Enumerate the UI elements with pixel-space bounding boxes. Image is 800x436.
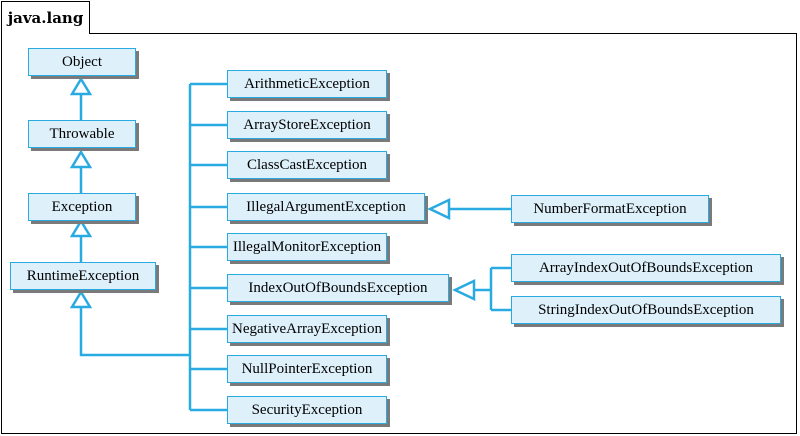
- class-index-out-of-bounds-exception: IndexOutOfBoundsException: [227, 274, 449, 302]
- edge-trunk-runtime: [79, 320, 190, 357]
- arrowhead-illegal-argument: [427, 198, 451, 220]
- arrowhead-exception: [69, 218, 93, 238]
- class-security-exception: SecurityException: [227, 396, 387, 424]
- class-array-index-out-of-bounds-exception: ArrayIndexOutOfBoundsException: [511, 254, 781, 282]
- class-negative-array-exception: NegativeArrayException: [227, 315, 387, 343]
- class-illegal-argument-exception: IllegalArgumentException: [227, 193, 425, 221]
- arrowhead-throwable: [69, 149, 93, 169]
- class-runtime-exception: RuntimeException: [10, 262, 156, 290]
- class-throwable: Throwable: [28, 120, 136, 148]
- class-string-index-out-of-bounds-exception: StringIndexOutOfBoundsException: [511, 296, 781, 324]
- package-frame: [1, 33, 797, 434]
- class-arithmetic-exception: ArithmeticException: [227, 70, 387, 98]
- class-exception: Exception: [28, 193, 136, 221]
- arrowhead-object: [69, 76, 93, 96]
- class-object: Object: [28, 48, 136, 76]
- package-name-tab: java.lang: [1, 1, 90, 34]
- class-null-pointer-exception: NullPointerException: [227, 355, 387, 383]
- class-number-format-exception: NumberFormatException: [511, 195, 709, 223]
- class-illegal-monitor-exception: IllegalMonitorException: [227, 233, 387, 261]
- arrowhead-runtime-exception: [69, 289, 93, 309]
- arrowhead-index-out-of-bounds: [452, 279, 476, 301]
- class-class-cast-exception: ClassCastException: [227, 151, 387, 179]
- class-array-store-exception: ArrayStoreException: [227, 111, 387, 139]
